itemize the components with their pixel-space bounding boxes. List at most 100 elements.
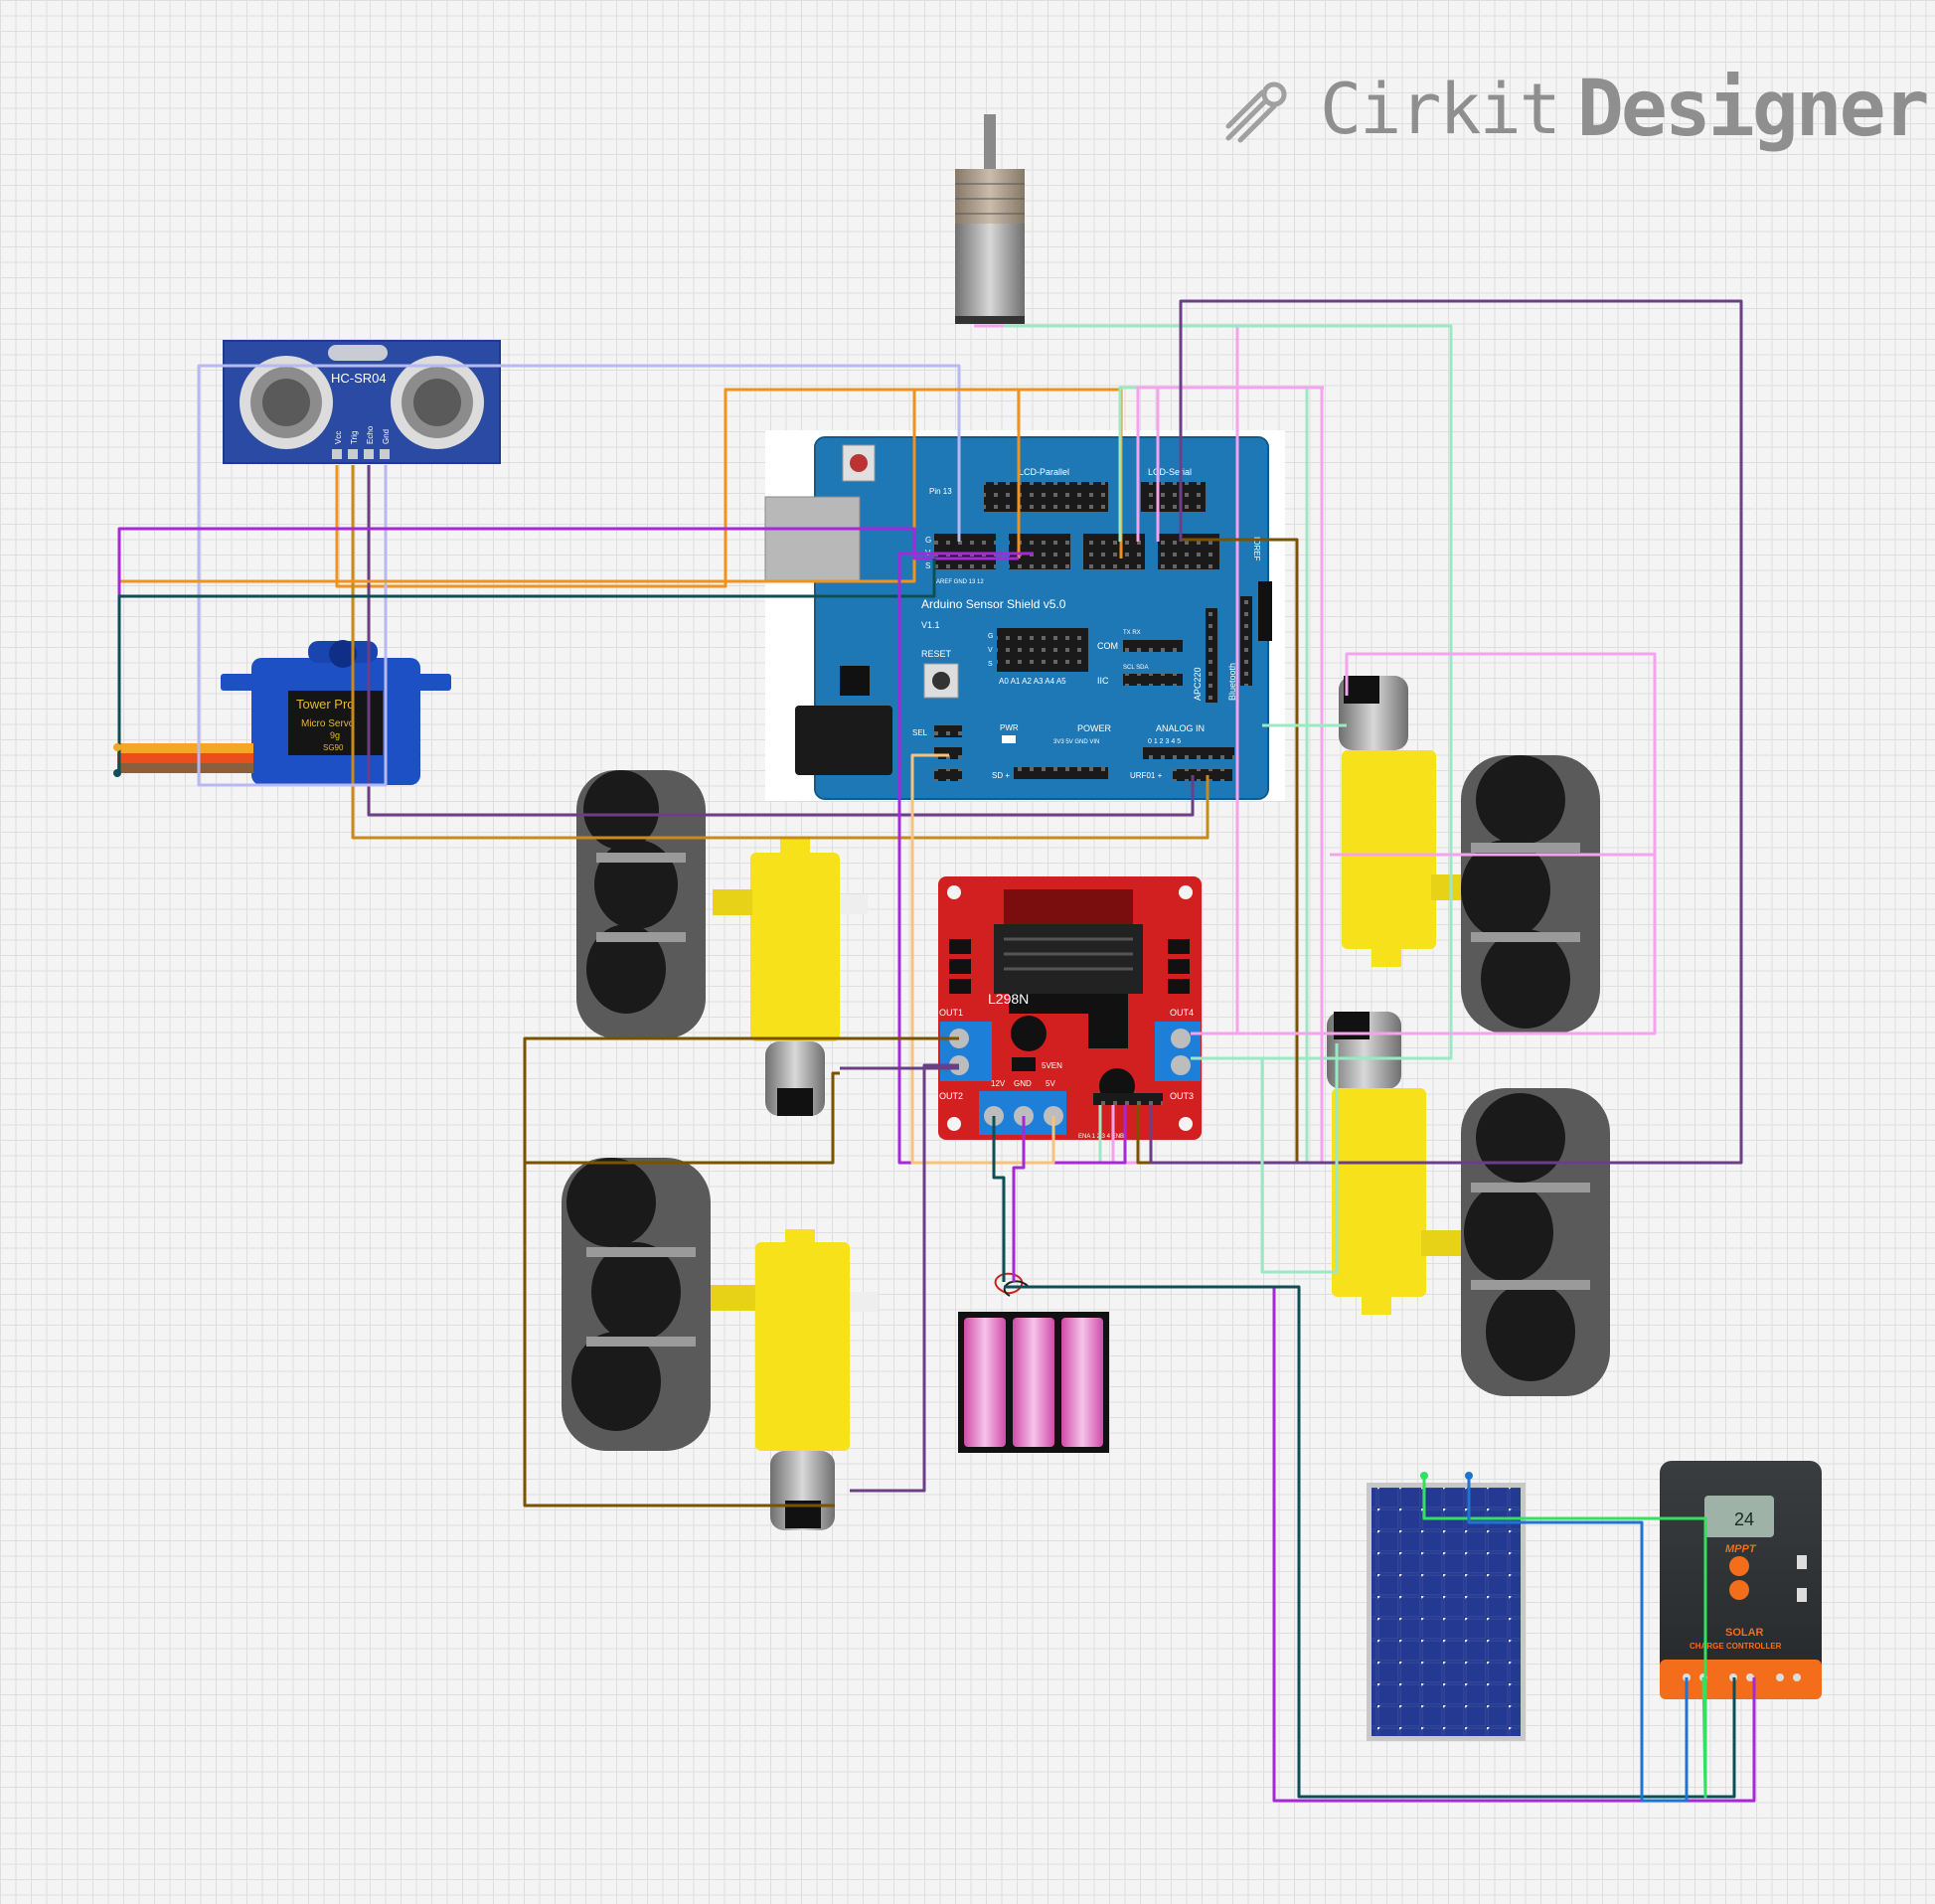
wire-enb[interactable] — [1149, 299, 1743, 1165]
wire-servo-gnd[interactable] — [117, 558, 936, 773]
mppt-charge-controller[interactable]: 24 MPPT SOLAR CHARGE CONTROLLER — [1660, 1461, 1822, 1699]
cirkit-designer-logo: Cirkit Designer — [1222, 60, 1930, 159]
analog-labels: A0 A1 A2 A3 A4 A5 — [999, 677, 1066, 686]
wires — [117, 299, 1756, 1803]
com-label: COM — [1097, 641, 1118, 651]
digital-header-1 — [934, 534, 996, 569]
lcd-display — [1704, 1496, 1774, 1537]
mppt-label: MPPT — [1725, 1543, 1757, 1555]
digital-header-3 — [1083, 534, 1145, 569]
battery-pack[interactable] — [958, 1272, 1109, 1453]
heatsink — [994, 924, 1143, 994]
wire-solar-pos[interactable] — [1422, 1476, 1707, 1799]
gvs-s-label: S — [925, 561, 930, 570]
wire-hcsr04-gnd[interactable] — [197, 364, 961, 787]
agvs-s: S — [988, 661, 993, 668]
cell-1 — [964, 1318, 1006, 1447]
gnd-label: GND — [1014, 1079, 1032, 1088]
brand-name: Cirkit — [1320, 69, 1561, 150]
wheel-front-right[interactable] — [1461, 755, 1600, 1033]
servo-brand: Tower Pro — [296, 697, 355, 712]
wire-hcsr04-echo[interactable] — [367, 465, 1195, 817]
arduino-sensor-shield[interactable]: Pin 13 LCD-Parallel LCD-Serial G V S ARE… — [764, 430, 1285, 801]
urf-label: URF01 + — [1130, 771, 1163, 780]
wire-out3-rr[interactable] — [1191, 1043, 1339, 1274]
capacitor — [1011, 1016, 1047, 1051]
solar-label: SOLAR — [1725, 1627, 1764, 1639]
agvs-v: V — [988, 647, 993, 654]
wire-battery-12v[interactable] — [992, 1116, 1006, 1282]
lcd-serial-label: LCD-Serial — [1148, 467, 1192, 477]
brand-product: Designer — [1576, 65, 1930, 154]
hc-sr04-label: HC-SR04 — [331, 371, 387, 386]
wire-out1-fl[interactable] — [523, 1036, 959, 1165]
wire-solar-neg[interactable] — [1467, 1476, 1689, 1803]
urf-header — [1173, 769, 1232, 781]
select-button-icon[interactable] — [1729, 1580, 1749, 1600]
wire-out4-fr[interactable] — [1191, 652, 1657, 1035]
wire-battery-gnd[interactable] — [1012, 1116, 1026, 1282]
l298n-motor-driver[interactable]: L298N OUT1 OUT2 OUT3 OUT4 12V GND 5V 5VE… — [938, 876, 1202, 1140]
controller-subtitle: CHARGE CONTROLLER — [1690, 1642, 1782, 1651]
analog-gvs-header — [997, 628, 1088, 672]
wire-in4[interactable] — [1156, 386, 1324, 542]
pin-echo-label: Echo — [366, 425, 375, 444]
tx-rx-label: TX RX — [1123, 630, 1141, 636]
reset-button[interactable] — [932, 672, 950, 690]
analog-in-header — [1143, 747, 1234, 759]
wire-out2-b[interactable] — [850, 1063, 959, 1493]
servo-model: SG90 — [323, 743, 344, 752]
wire-in1[interactable] — [1111, 386, 1324, 1165]
n20-gear-motor[interactable] — [955, 114, 1025, 324]
analog-pins-label: 0 1 2 3 4 5 — [1148, 738, 1181, 745]
sg90-servo[interactable]: Tower Pro Micro Servo 9g SG90 — [117, 640, 451, 785]
lcd-parallel-header — [984, 482, 1108, 512]
power-pins-label: 3V3 5V GND VIN — [1053, 739, 1099, 745]
scl-sda-label: SCL SDA — [1123, 665, 1148, 671]
pin13-label: Pin 13 — [929, 487, 952, 496]
wire-ena[interactable] — [1098, 386, 1309, 1165]
cell-2 — [1013, 1318, 1054, 1447]
wheel-rear-right[interactable] — [1461, 1088, 1610, 1396]
l298n-label: L298N — [988, 991, 1029, 1007]
pin-vcc-label: Vcc — [334, 431, 343, 444]
cell-3 — [1061, 1318, 1103, 1447]
wire-out4-fr2[interactable] — [1330, 853, 1657, 1033]
sd-label: SD + — [992, 771, 1010, 780]
wire-out2-rl[interactable] — [523, 1163, 835, 1507]
shield-title: Arduino Sensor Shield v5.0 — [921, 597, 1066, 611]
wire-5v-arduino[interactable] — [910, 753, 1055, 1165]
wire-battery-to-ctrl-pos[interactable] — [1004, 1285, 1736, 1799]
wheel-front-left[interactable] — [576, 770, 706, 1038]
wire-endpoints — [113, 743, 1473, 1480]
gvs-g-label: G — [925, 536, 931, 545]
power-label: POWER — [1077, 723, 1112, 733]
shield-version: V1.1 — [921, 620, 940, 630]
hc-sr04-sensor[interactable]: HC-SR04 Vcc Trig Echo Gnd — [223, 340, 501, 464]
sel-label: SEL — [912, 728, 928, 737]
cirkit-logo-icon — [1225, 81, 1287, 143]
reset-button-top[interactable] — [850, 454, 868, 472]
out4-label: OUT4 — [1170, 1008, 1194, 1018]
reset-label: RESET — [921, 649, 952, 659]
wire-hcsr04-trig[interactable] — [351, 465, 1209, 840]
aref-label: AREF GND 13 12 — [936, 579, 984, 585]
out3-label: OUT3 — [1170, 1091, 1194, 1101]
sensor-transmitter — [262, 379, 310, 426]
analog-in-label: ANALOG IN — [1156, 723, 1205, 733]
tt-motor-front-left[interactable] — [713, 838, 868, 1116]
out1-label: OUT1 — [939, 1008, 963, 1018]
tt-motor-rear-left[interactable] — [711, 1229, 878, 1530]
dc-barrel-jack — [795, 706, 892, 775]
v5-label: 5V — [1046, 1079, 1055, 1088]
usb-port — [764, 496, 861, 582]
wire-in2[interactable] — [897, 552, 1127, 1165]
usb-port-1 — [1797, 1555, 1807, 1569]
wheel-rear-left[interactable] — [562, 1158, 711, 1451]
regulator-78m05 — [1088, 1014, 1128, 1048]
solar-panel[interactable] — [1367, 1483, 1526, 1741]
lcd-parallel-label: LCD-Parallel — [1019, 467, 1069, 477]
servo-line1: Micro Servo — [301, 718, 355, 729]
menu-button-icon[interactable] — [1729, 1556, 1749, 1576]
